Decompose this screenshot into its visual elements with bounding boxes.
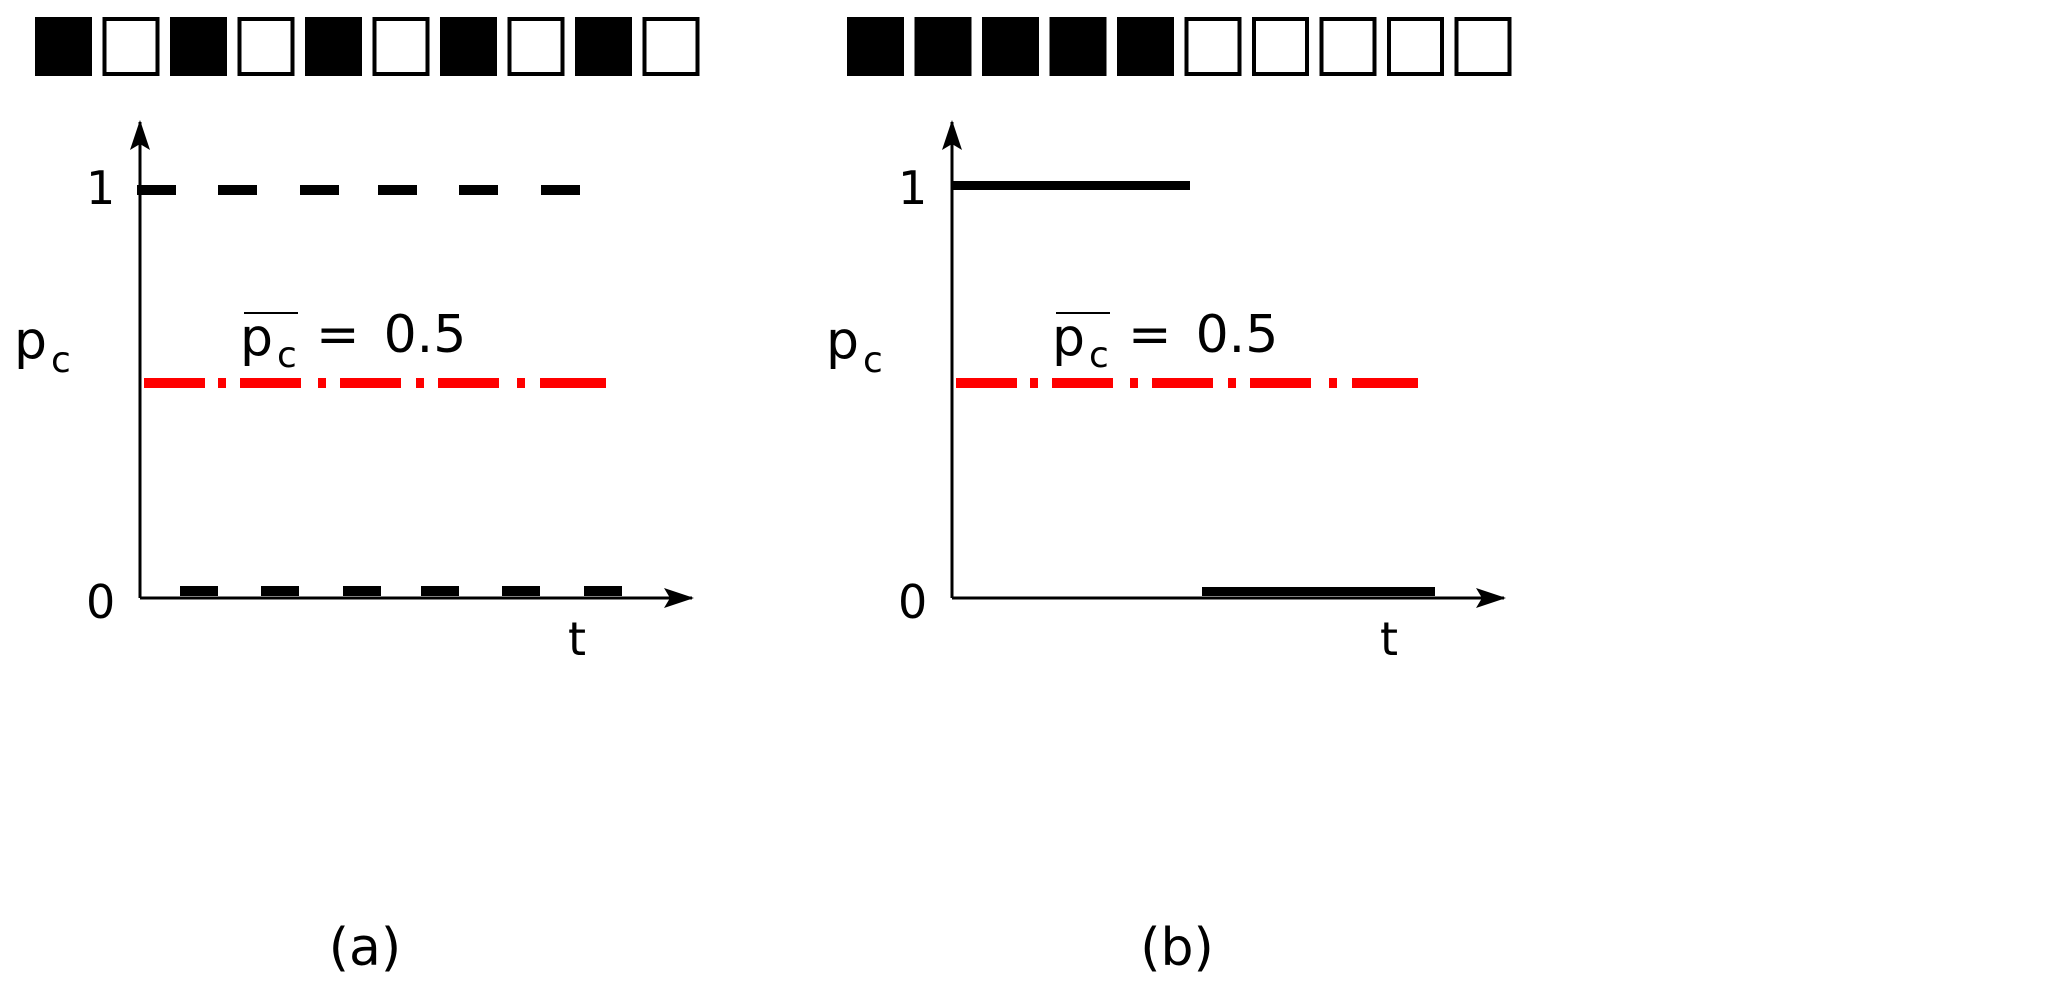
signal <box>137 185 622 596</box>
mean-dash <box>144 378 205 388</box>
bit-filled <box>847 17 904 76</box>
svg-text:pc: pc <box>240 308 297 376</box>
signal-high-dash <box>459 185 498 195</box>
bit-empty <box>102 17 160 76</box>
panel-label: (a) <box>329 918 401 978</box>
signal-high-dash <box>218 185 257 195</box>
svg-text:=0.5: =0.5 <box>1128 305 1278 365</box>
bit-filled <box>440 17 497 76</box>
mean-dash <box>438 378 499 388</box>
mean-dash <box>1030 378 1038 388</box>
x-axis-label: t <box>568 612 586 666</box>
mean-dash <box>517 378 525 388</box>
mean-dash <box>1329 378 1337 388</box>
bit-empty <box>1319 17 1377 76</box>
panel-label: (b) <box>1140 918 1214 978</box>
bit-sequence <box>847 17 1512 76</box>
mean-dash <box>318 378 326 388</box>
mean-dash <box>1352 378 1418 388</box>
bit-empty <box>372 17 430 76</box>
bit-empty <box>642 17 700 76</box>
signal-high-dash <box>137 185 176 195</box>
signal-high-segment <box>952 181 1190 190</box>
signal-high-dash <box>378 185 417 195</box>
x-axis-label: t <box>1380 612 1398 666</box>
signal-low-segment <box>1202 587 1435 596</box>
mean-dash <box>416 378 424 388</box>
tick-high: 1 <box>898 161 927 215</box>
svg-text:=0.5: =0.5 <box>316 305 466 365</box>
mean-dash <box>540 378 606 388</box>
bit-empty <box>237 17 295 76</box>
mean-line <box>144 378 606 388</box>
mean-dash <box>240 378 301 388</box>
bit-empty <box>507 17 565 76</box>
signal-low-dash <box>180 586 218 596</box>
bit-filled <box>305 17 362 76</box>
tick-low: 0 <box>86 575 115 629</box>
bit-filled <box>1117 17 1174 76</box>
signal-low-dash <box>421 586 459 596</box>
signal <box>952 181 1435 596</box>
signal-low-dash <box>584 586 622 596</box>
mean-dash <box>1250 378 1311 388</box>
bit-empty <box>1184 17 1242 76</box>
bit-filled <box>575 17 632 76</box>
bit-filled <box>914 17 972 76</box>
bit-empty <box>1252 17 1309 76</box>
bit-filled <box>170 17 227 76</box>
bit-sequence <box>35 17 700 76</box>
mean-dash <box>1152 378 1213 388</box>
bit-empty <box>1454 17 1512 76</box>
signal-low-dash <box>343 586 381 596</box>
mean-dash <box>340 378 401 388</box>
signal-high-dash <box>300 185 339 195</box>
mean-dash <box>1052 378 1113 388</box>
svg-text:pc: pc <box>1052 308 1109 376</box>
mean-dash <box>1228 378 1236 388</box>
mean-line <box>956 378 1418 388</box>
mean-dash <box>956 378 1017 388</box>
bit-filled <box>982 17 1039 76</box>
bit-empty <box>1387 17 1444 76</box>
tick-high: 1 <box>86 161 115 215</box>
bit-filled <box>35 17 92 76</box>
signal-high-dash <box>541 185 580 195</box>
signal-low-dash <box>261 586 299 596</box>
bit-filled <box>1049 17 1107 76</box>
mean-dash <box>218 378 226 388</box>
signal-low-dash <box>502 586 540 596</box>
tick-low: 0 <box>898 575 927 629</box>
mean-dash <box>1130 378 1138 388</box>
